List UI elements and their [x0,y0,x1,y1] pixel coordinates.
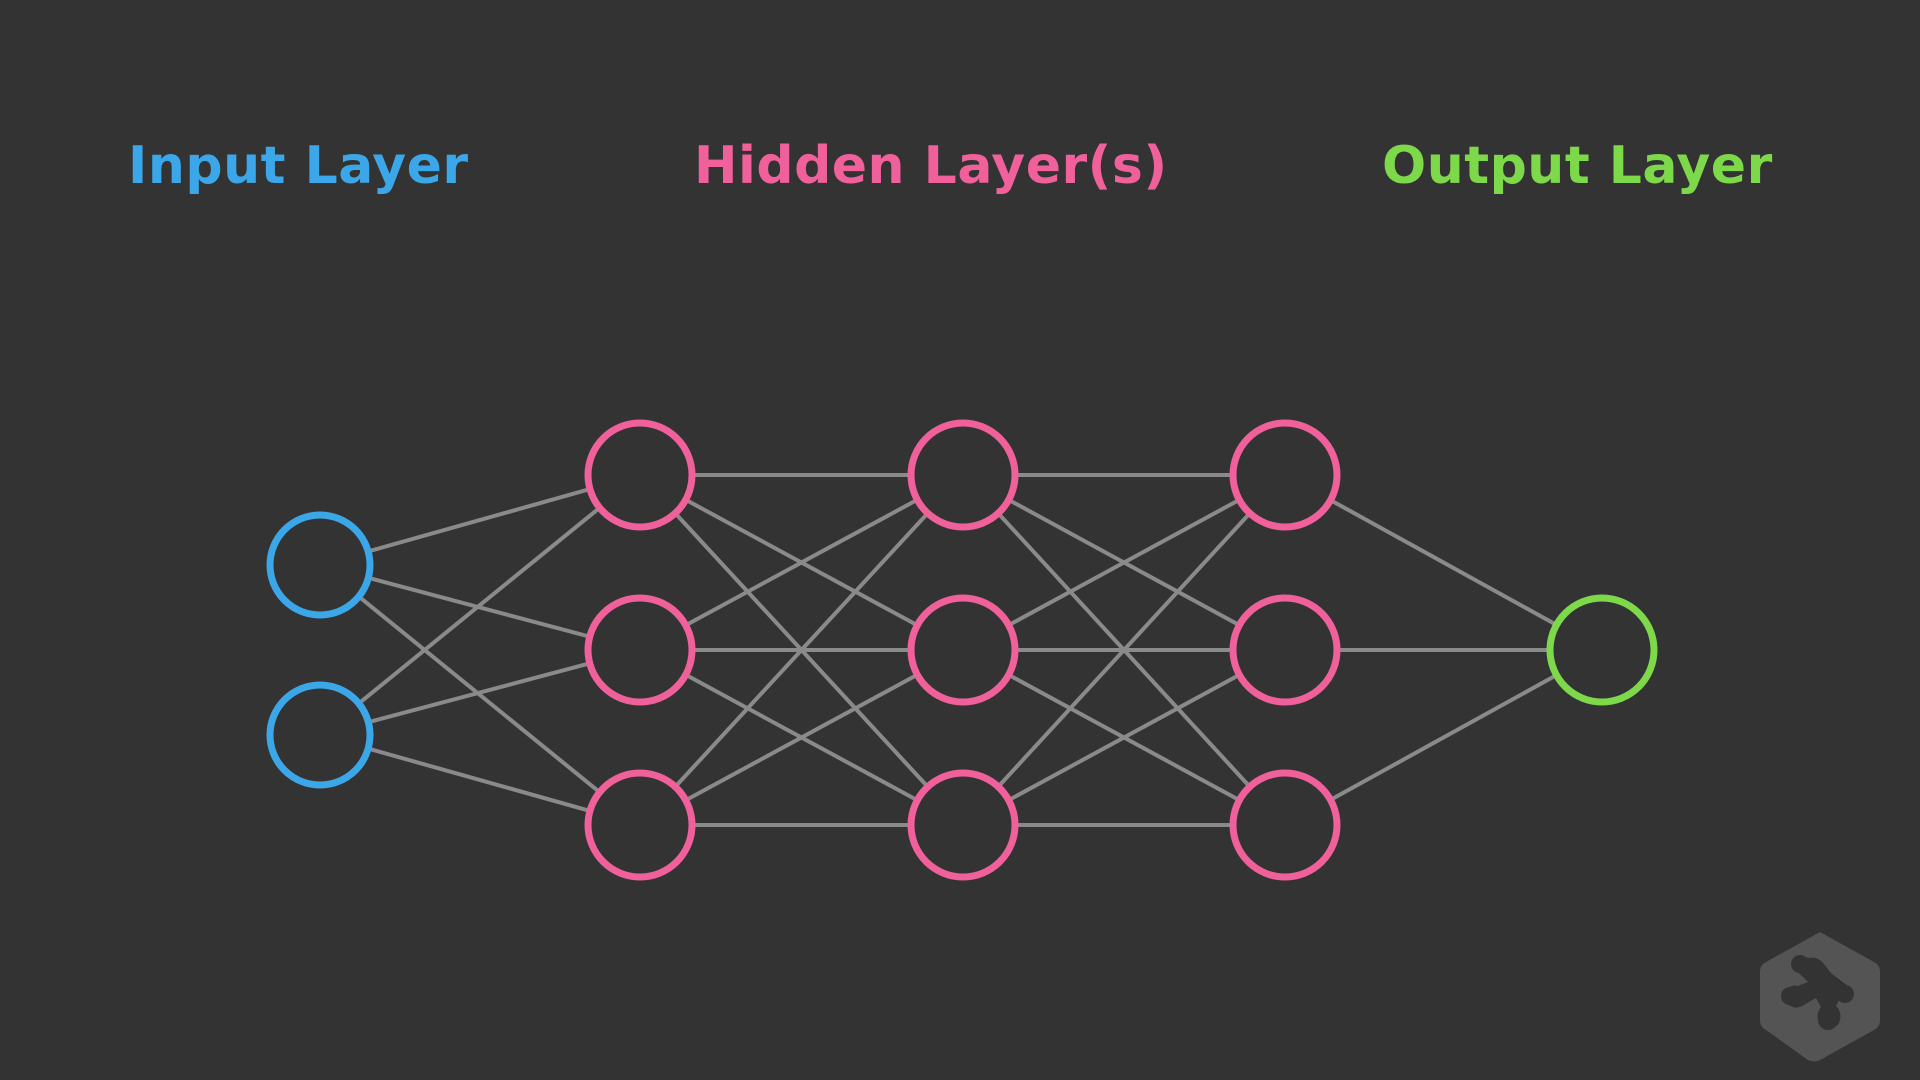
connection-edge [683,672,920,803]
hidden-layer-label: Hidden Layer(s) [694,136,1168,196]
connection-edge [683,497,920,628]
connection-edge [1328,498,1559,627]
hidden-node[interactable] [584,769,696,881]
connection-edge [1328,673,1559,802]
hidden-node[interactable] [907,769,1019,881]
connection-edge [1006,672,1242,803]
hidden-node[interactable] [907,419,1019,531]
input-node[interactable] [266,681,374,789]
hidden-node[interactable] [1229,769,1341,881]
connection-edge [996,511,1252,789]
neuron-glyph [1781,955,1854,1030]
hidden-node[interactable] [907,594,1019,706]
hidden-node[interactable] [584,594,696,706]
output-layer-label: Output Layer [1382,136,1773,196]
connection-edge [366,746,592,813]
hidden-node[interactable] [1229,594,1341,706]
input-node[interactable] [266,511,374,619]
nodes-group [266,419,1658,881]
edges-group [356,473,1559,827]
connection-edge [356,505,602,706]
connection-edge [1006,497,1242,628]
brand-watermark-logo [1760,932,1880,1062]
input-layer-label: Input Layer [128,136,469,196]
hidden-node[interactable] [584,419,696,531]
connection-edge [366,661,592,725]
output-node[interactable] [1546,594,1658,706]
hidden-node[interactable] [1229,419,1341,531]
connection-edge [673,511,930,789]
connection-edge [366,487,592,554]
